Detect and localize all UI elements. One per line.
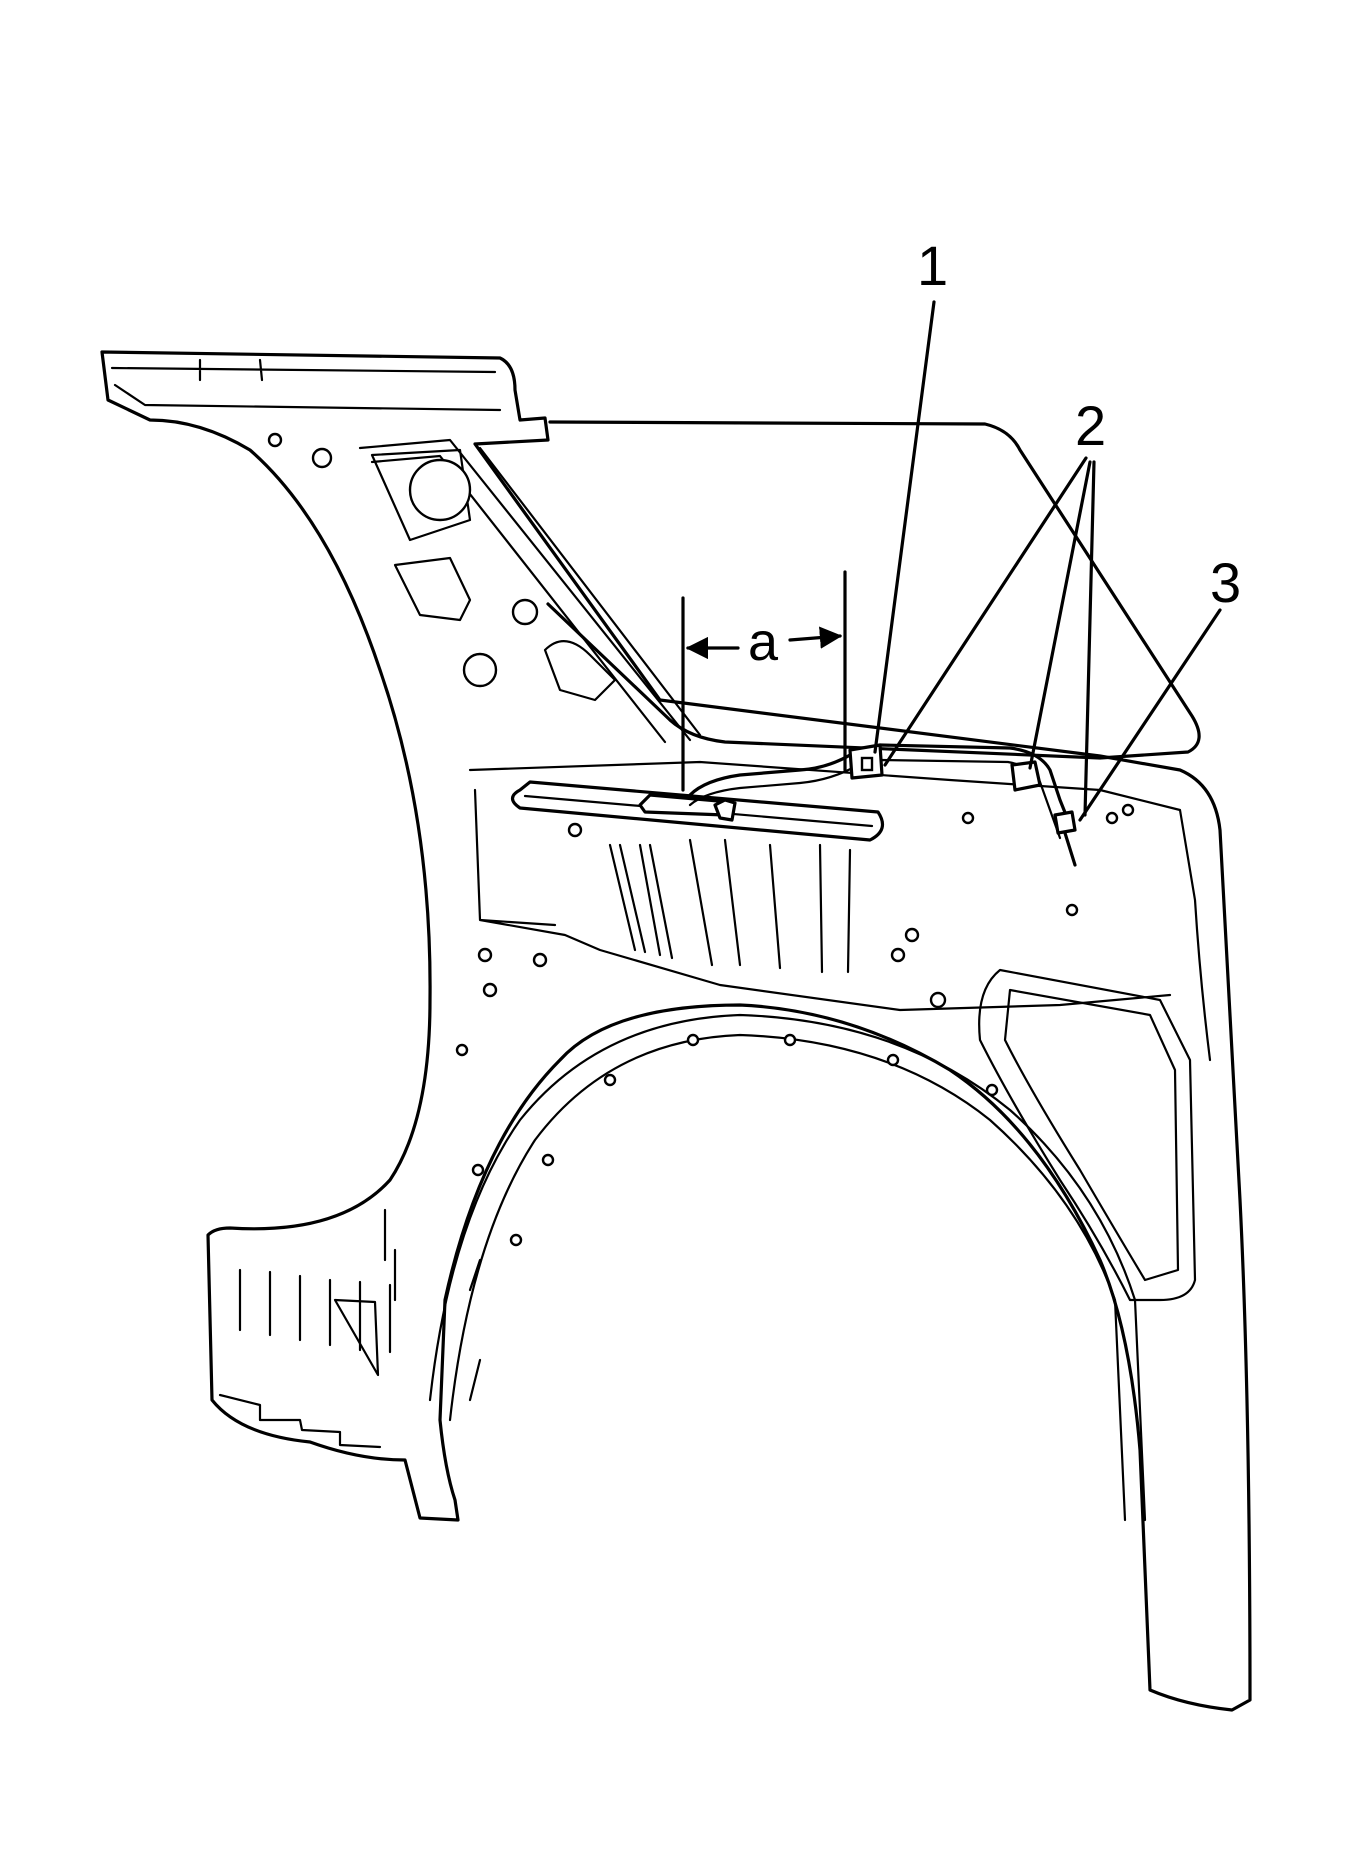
pillar-small-hole — [511, 598, 539, 626]
pillar-latch — [543, 640, 617, 702]
clip-center-tab — [860, 756, 874, 772]
fastener-stem — [1063, 831, 1077, 867]
rear-glass-outline — [546, 420, 1201, 760]
callout-1-leader — [873, 300, 936, 754]
rear-lower-opening — [978, 968, 1197, 1302]
fastener — [1053, 810, 1077, 835]
wheelhouse-trim — [428, 1013, 1147, 1522]
callout-3-leader — [1078, 608, 1222, 822]
rear-lower-inner — [1003, 988, 1180, 1282]
callout-2-leader-b — [1028, 460, 1092, 770]
callout-3-label: 3 — [1210, 551, 1241, 614]
callout-2-label: 2 — [1075, 394, 1106, 457]
pillar-bracket — [393, 556, 472, 622]
clip-right — [1010, 760, 1042, 792]
pillar-hole — [408, 458, 472, 522]
callout-2-leader-a — [883, 456, 1088, 767]
pillar-ring — [462, 652, 498, 688]
front-lower-notches — [218, 1393, 382, 1449]
dimension-label: a — [748, 612, 779, 672]
quarter-panel-outline — [100, 350, 1252, 1712]
inflator-tube — [688, 743, 1072, 827]
panel-holes — [455, 803, 1135, 1247]
inner-panel-body — [468, 760, 1212, 1062]
pillar-opening — [370, 448, 472, 542]
dimension-arrow-right — [788, 626, 843, 649]
pillar-dot-2 — [311, 447, 333, 469]
callout-1-label: 1 — [917, 234, 948, 297]
front-triangle — [333, 1298, 380, 1377]
inflator-clamp — [713, 798, 737, 822]
inner-ribs — [238, 838, 852, 1354]
pillar-channel — [358, 438, 702, 744]
top-flange — [110, 358, 502, 412]
pillar-dot-1 — [267, 432, 283, 448]
callout-2-leader-c — [1083, 460, 1096, 817]
